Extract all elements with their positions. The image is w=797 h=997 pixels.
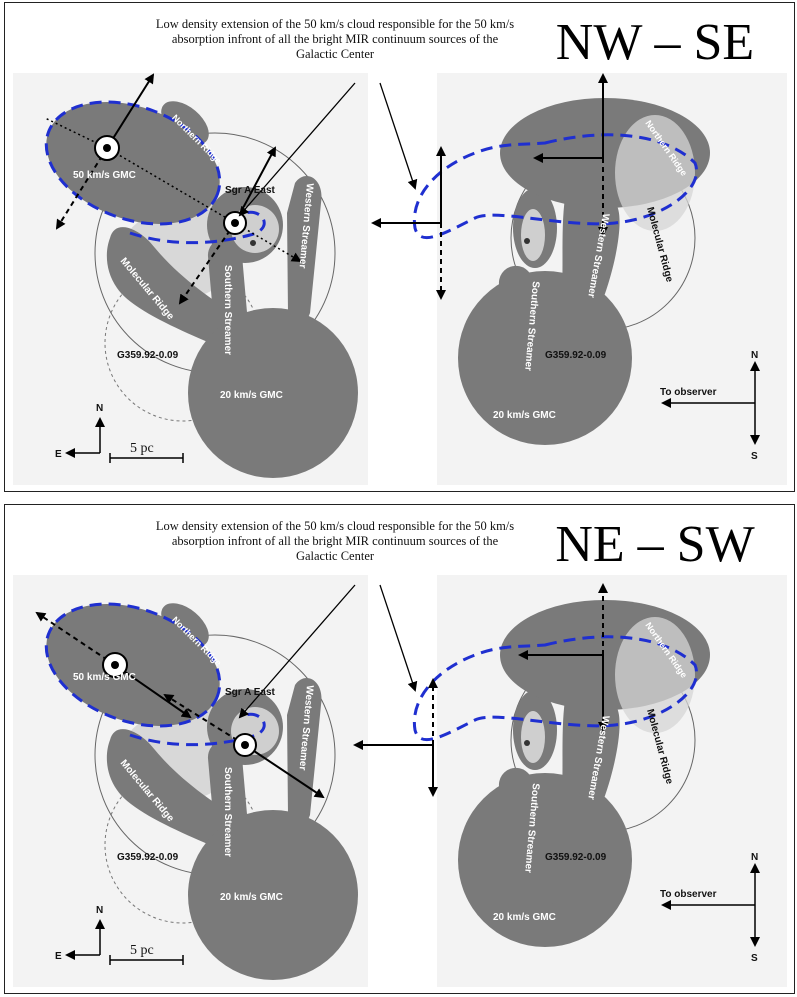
label-sgr-a-east: Sgr A East bbox=[225, 185, 275, 196]
label-cloud-20-right: 20 km/s GMC bbox=[493, 410, 556, 421]
observer-s-label: S bbox=[751, 451, 758, 462]
label-snr: G359.92-0.09 bbox=[117, 852, 179, 863]
to-observer-label: To observer bbox=[660, 387, 717, 398]
compass-n-label: N bbox=[96, 905, 103, 916]
label-snr-right: G359.92-0.09 bbox=[545, 852, 607, 863]
label-cloud-20: 20 km/s GMC bbox=[220, 892, 283, 903]
scale-label: 5 pc bbox=[130, 943, 154, 958]
label-snr-right: G359.92-0.09 bbox=[545, 350, 607, 361]
label-cloud-50: 50 km/s GMC bbox=[73, 170, 136, 181]
to-observer-label: To observer bbox=[660, 889, 717, 900]
observer-n-label: N bbox=[751, 350, 758, 361]
compass-e-label: E bbox=[55, 951, 62, 962]
caption-pointer-right bbox=[380, 585, 415, 690]
label-sgr-a-east: Sgr A East bbox=[225, 687, 275, 698]
label-southern-streamer: Southern Streamer bbox=[222, 265, 233, 355]
observer-n-label: N bbox=[751, 852, 758, 863]
label-snr: G359.92-0.09 bbox=[117, 350, 179, 361]
observer-s-label: S bbox=[751, 953, 758, 964]
compass-e-label: E bbox=[55, 449, 62, 460]
label-cloud-50: 50 km/s GMC bbox=[73, 672, 136, 683]
label-southern-streamer: Southern Streamer bbox=[222, 767, 233, 857]
panel-ne-sw: Low density extension of the 50 km/s clo… bbox=[4, 504, 795, 994]
label-cloud-20-right: 20 km/s GMC bbox=[493, 912, 556, 923]
sgr-a-star bbox=[250, 240, 256, 246]
label-cloud-20: 20 km/s GMC bbox=[220, 390, 283, 401]
panel-figure: 50 km/s GMC Northern Ridge Sgr A East We… bbox=[5, 505, 794, 993]
caption-pointer-right bbox=[380, 83, 415, 188]
compass-n-label: N bbox=[96, 403, 103, 414]
panel-figure: 50 km/s GMC Northern Ridge Sgr A East We… bbox=[5, 3, 794, 491]
panel-nw-se: Low density extension of the 50 km/s clo… bbox=[4, 2, 795, 492]
scale-label: 5 pc bbox=[130, 441, 154, 456]
